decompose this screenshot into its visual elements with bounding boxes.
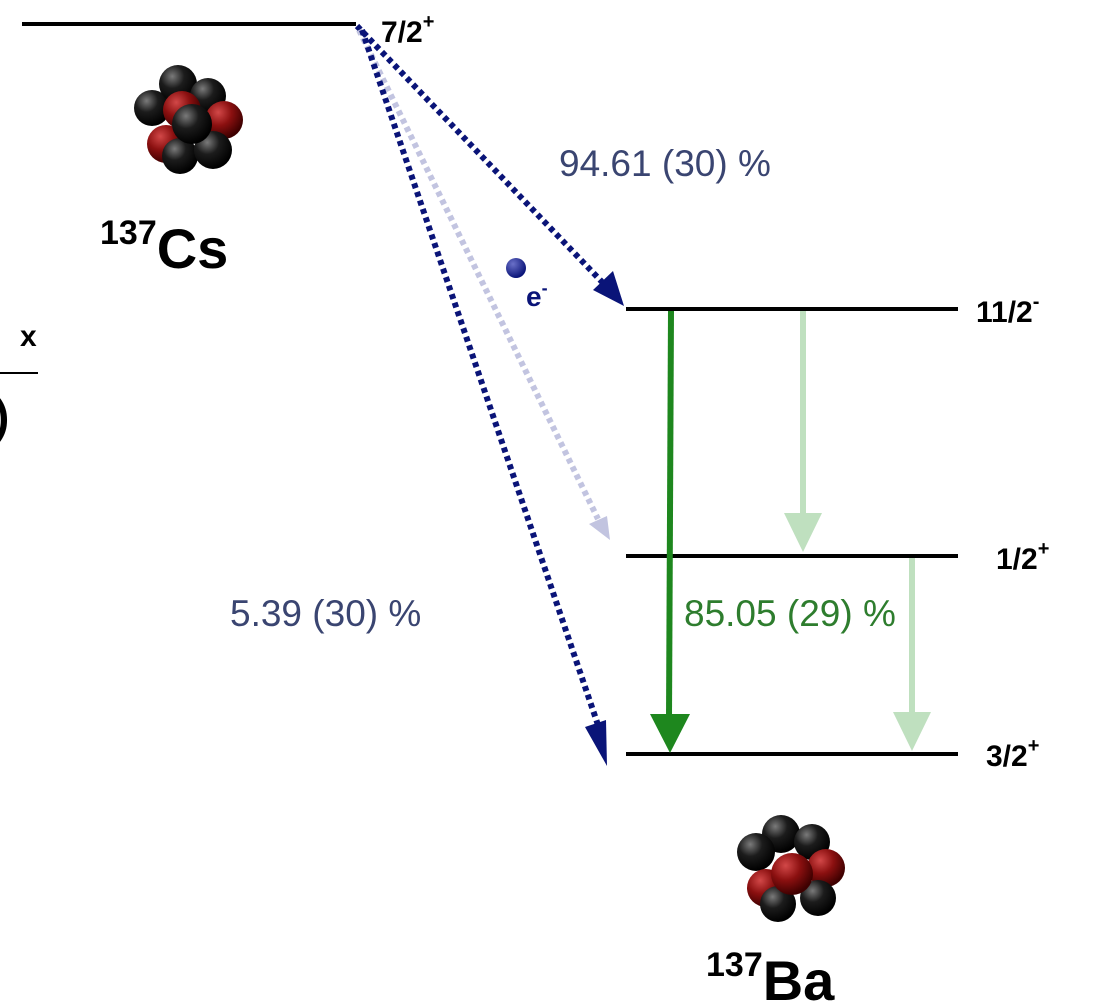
branch-label-5: 5.39 (30) % bbox=[230, 593, 421, 634]
gamma-arrow-11-2-to-1-2-faint bbox=[784, 311, 822, 552]
electron-icon: e- bbox=[506, 258, 548, 312]
gamma-arrow-1-2-to-3-2-faint bbox=[893, 558, 931, 751]
beta-arrow-to-11-2 bbox=[354, 23, 624, 306]
spin-label-1-2: 1/2+ bbox=[996, 538, 1049, 576]
nuclide-label-ba: 137Ba bbox=[706, 946, 835, 1007]
nucleus-ba-icon bbox=[737, 815, 845, 922]
spin-label-11-2: 11/2- bbox=[976, 291, 1039, 329]
beta-arrow-to-1-2-faint bbox=[356, 28, 610, 540]
spin-label-parent: 7/2+ bbox=[381, 11, 434, 49]
nuclide-label-cs: 137Cs bbox=[100, 214, 228, 280]
edge-fragment-paren: ) bbox=[0, 390, 9, 442]
electron-symbol: e bbox=[526, 281, 542, 312]
edge-fragment-text: x bbox=[20, 320, 37, 353]
nucleus-cs-icon bbox=[134, 65, 243, 174]
branch-label-94: 94.61 (30) % bbox=[559, 143, 771, 184]
beta-arrow-to-3-2 bbox=[359, 29, 607, 766]
spin-label-3-2: 3/2+ bbox=[986, 735, 1039, 773]
branch-label-85: 85.05 (29) % bbox=[684, 593, 896, 634]
svg-text:e-: e- bbox=[526, 278, 548, 312]
gamma-arrow-11-2-to-3-2 bbox=[650, 310, 690, 753]
